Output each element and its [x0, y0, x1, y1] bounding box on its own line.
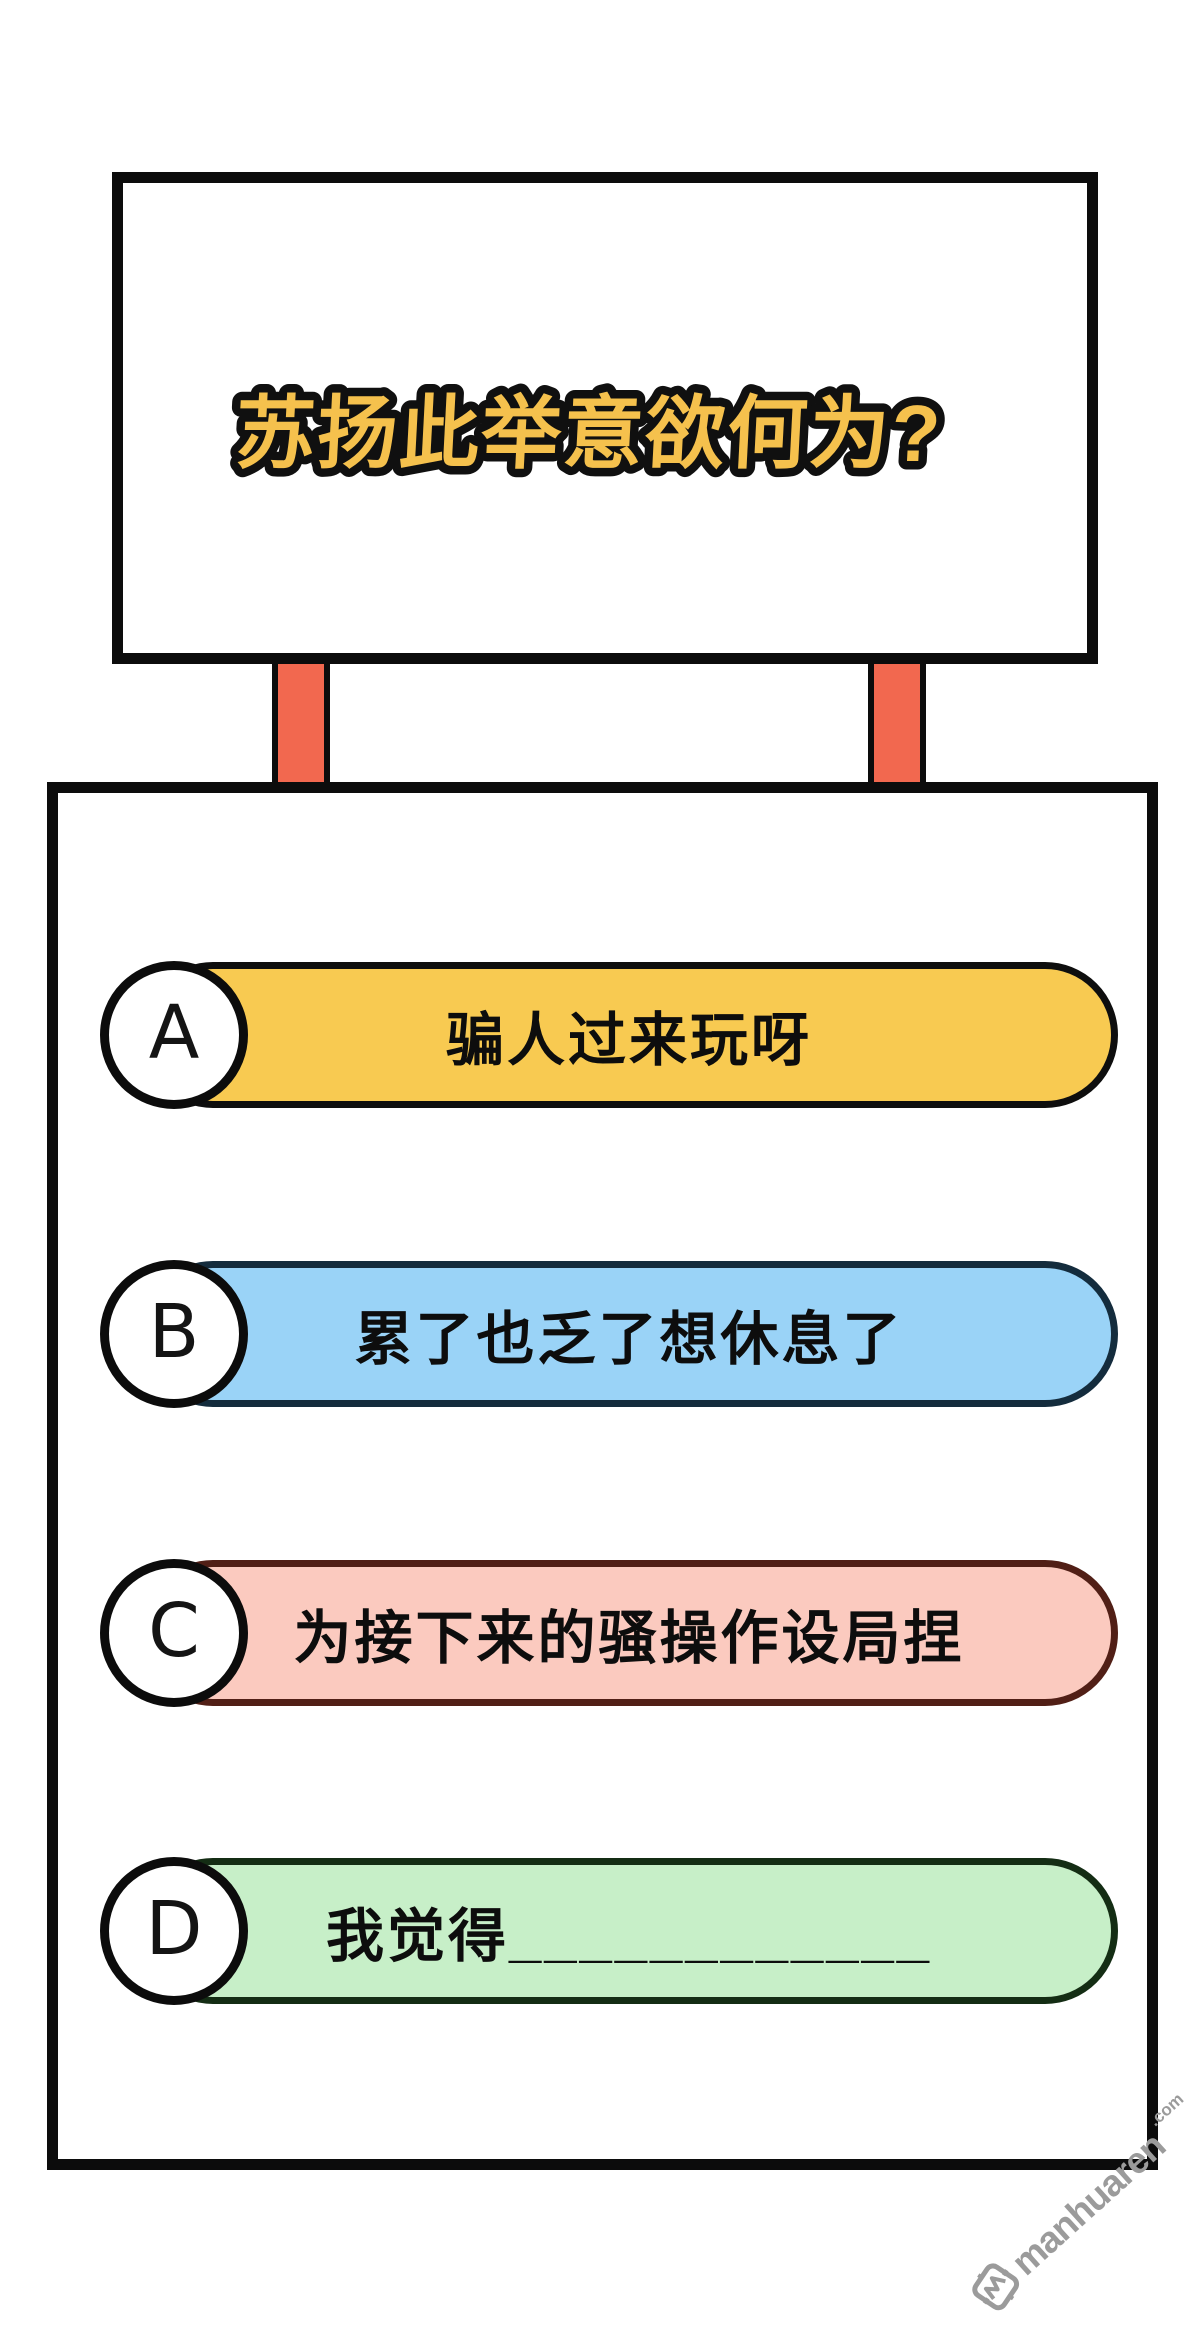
question-sign-board: 苏扬此举意欲何为?	[112, 172, 1098, 664]
option-pill-a[interactable]: 骗人过来玩呀	[140, 962, 1118, 1108]
option-pill-b[interactable]: 累了也乏了想休息了	[140, 1261, 1118, 1407]
option-letter: C	[148, 1588, 200, 1674]
option-row-b[interactable]: 累了也乏了想休息了 B	[0, 1260, 1200, 1408]
manhuaren-stamp-icon	[972, 2263, 1020, 2311]
option-pill-c[interactable]: 为接下来的骚操作设局捏	[140, 1560, 1118, 1706]
option-letter: B	[148, 1289, 200, 1375]
option-letter: A	[148, 990, 200, 1076]
sign-post-right	[868, 656, 926, 792]
option-letter: D	[145, 1886, 203, 1972]
question-title-art: 苏扬此举意欲何为?	[225, 381, 953, 487]
option-letter-badge: D	[100, 1857, 248, 2005]
option-letter-badge: B	[100, 1260, 248, 1408]
question-title: 苏扬此举意欲何为?	[233, 389, 944, 478]
option-pill-d[interactable]: 我觉得____________	[140, 1858, 1118, 2004]
option-label: 累了也乏了想休息了	[354, 1307, 904, 1372]
option-letter-badge: C	[100, 1559, 248, 1707]
sign-post-left	[272, 656, 330, 792]
option-row-d[interactable]: 我觉得____________ D	[0, 1857, 1200, 2005]
option-row-c[interactable]: 为接下来的骚操作设局捏 C	[0, 1559, 1200, 1707]
option-letter-badge: A	[100, 961, 248, 1109]
option-label: 骗人过来玩呀	[445, 1008, 812, 1073]
option-label: 为接下来的骚操作设局捏	[293, 1606, 965, 1671]
option-row-a[interactable]: 骗人过来玩呀 A	[0, 961, 1200, 1109]
watermark: manhuaren .com	[957, 2086, 1200, 2326]
option-label: 我觉得____________	[325, 1904, 933, 1969]
